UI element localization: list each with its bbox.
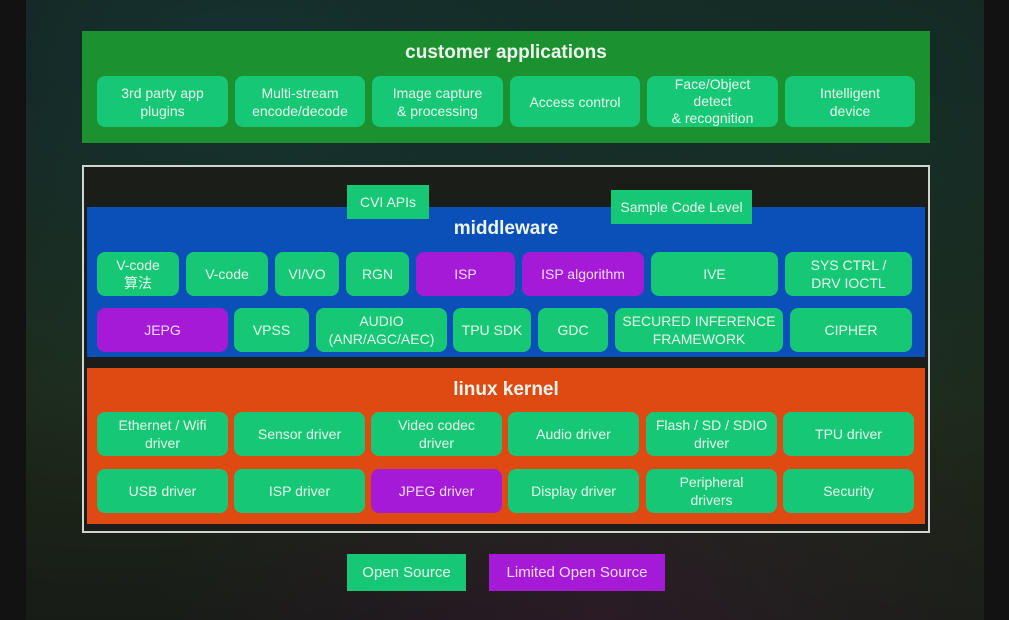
kernel-driver: USB driver bbox=[97, 469, 228, 513]
kernel-driver: Sensor driver bbox=[234, 412, 365, 456]
middleware-module: JEPG bbox=[97, 308, 228, 352]
middleware-module: RGN bbox=[346, 252, 409, 296]
kernel-driver: Peripheral drivers bbox=[646, 469, 777, 513]
app-box: Face/Object detect & recognition bbox=[647, 76, 778, 127]
middleware-module: CIPHER bbox=[790, 308, 912, 352]
kernel-driver: Ethernet / Wifi driver bbox=[97, 412, 228, 456]
app-box: 3rd party app plugins bbox=[97, 76, 228, 127]
middleware-module: IVE bbox=[651, 252, 778, 296]
app-box: Image capture & processing bbox=[372, 76, 503, 127]
middleware-module: GDC bbox=[538, 308, 608, 352]
middleware-module: ISP bbox=[416, 252, 515, 296]
legend-open-source: Open Source bbox=[347, 554, 466, 591]
kernel-driver: Flash / SD / SDIO driver bbox=[646, 412, 777, 456]
kernel-driver: JPEG driver bbox=[371, 469, 502, 513]
kernel-driver: Audio driver bbox=[508, 412, 639, 456]
middleware-module: SECURED INFERENCE FRAMEWORK bbox=[615, 308, 783, 352]
kernel-driver: TPU driver bbox=[783, 412, 914, 456]
middleware-module: VI/VO bbox=[275, 252, 339, 296]
middleware-module: ISP algorithm bbox=[522, 252, 644, 296]
app-box: Access control bbox=[510, 76, 640, 127]
middleware-module: TPU SDK bbox=[453, 308, 531, 352]
middleware-module: V-code bbox=[186, 252, 268, 296]
legend-limited-open-source: Limited Open Source bbox=[489, 554, 665, 591]
middleware-title: middleware bbox=[453, 218, 559, 239]
app-box: Intelligent device bbox=[785, 76, 915, 127]
kernel-driver: ISP driver bbox=[234, 469, 365, 513]
cvi-apis-tag: CVI APIs bbox=[347, 185, 429, 219]
middleware-module: AUDIO (ANR/AGC/AEC) bbox=[316, 308, 447, 352]
app-box: Multi-stream encode/decode bbox=[235, 76, 365, 127]
sample-code-level-tag: Sample Code Level bbox=[611, 190, 752, 224]
applications-title: customer applications bbox=[405, 42, 607, 63]
middleware-module: V-code 算法 bbox=[97, 252, 179, 296]
kernel-driver: Security bbox=[783, 469, 914, 513]
middleware-module: SYS CTRL / DRV IOCTL bbox=[785, 252, 912, 296]
middleware-module: VPSS bbox=[234, 308, 309, 352]
kernel-driver: Video codec driver bbox=[371, 412, 502, 456]
kernel-title: linux kernel bbox=[453, 379, 559, 400]
kernel-driver: Display driver bbox=[508, 469, 639, 513]
